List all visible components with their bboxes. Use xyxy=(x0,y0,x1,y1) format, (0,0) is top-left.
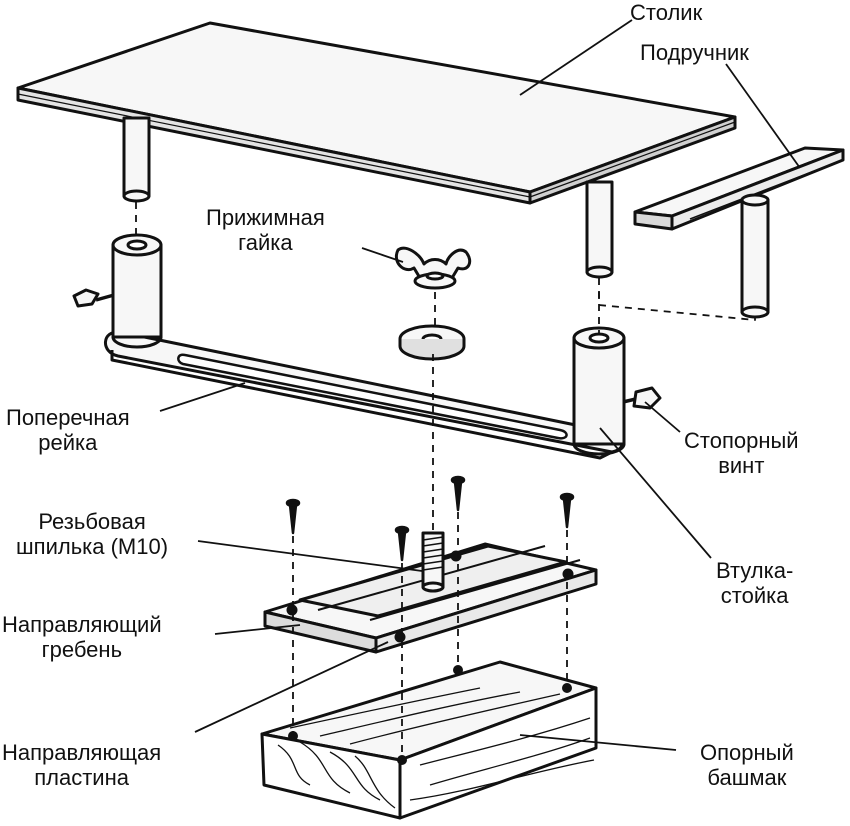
label-podruchnik: Подручник xyxy=(640,40,749,65)
label-prizhimnaya-gayka: Прижимная гайка xyxy=(206,205,325,255)
label-rezbovaya-shpilka-line2: шпилька (М10) xyxy=(16,534,169,559)
label-vtulka-stoyka: Втулка- стойка xyxy=(716,558,793,608)
label-prizhimnaya-gayka-line1: Прижимная xyxy=(206,205,325,230)
label-napravlyayushchiy-greben-line2: гребень xyxy=(41,637,123,662)
label-stolik-line1: Столик xyxy=(630,0,703,25)
wood-screws xyxy=(285,475,575,562)
label-poperechnaya-reyka-line1: Поперечная xyxy=(6,405,130,430)
label-poperechnaya-reyka-line2: рейка xyxy=(38,430,98,455)
label-rezbovaya-shpilka: Резьбовая шпилька (М10) xyxy=(16,509,168,559)
label-vtulka-stoyka-line2: стойка xyxy=(720,583,789,608)
leader-lines xyxy=(159,19,801,751)
label-vtulka-stoyka-line1: Втулка- xyxy=(716,558,794,583)
label-stopornyy-vint: Стопорный винт xyxy=(684,428,799,478)
label-stopornyy-vint-line1: Стопорный xyxy=(684,428,799,453)
sleeve-post-right xyxy=(572,326,626,456)
sleeve-post-left xyxy=(111,233,163,349)
tool-rest xyxy=(633,146,845,319)
label-napravlyayushchaya-plastina: Направляющая пластина xyxy=(2,740,161,790)
label-rezbovaya-shpilka-line1: Резьбовая xyxy=(38,509,146,534)
support-shoe xyxy=(260,660,598,820)
label-opornyy-bashmak: Опорный башмак xyxy=(700,740,794,790)
cross-bar xyxy=(104,330,624,460)
label-prizhimnaya-gayka-line2: гайка xyxy=(238,230,293,255)
label-napravlyayushchaya-plastina-line1: Направляющая xyxy=(2,740,162,765)
label-podruchnik-line1: Подручник xyxy=(640,40,749,65)
thumb-screw-right xyxy=(622,386,662,410)
table-pin-right xyxy=(585,180,614,279)
threaded-stud xyxy=(421,531,445,593)
label-opornyy-bashmak-line2: башмак xyxy=(707,765,787,790)
alignment-dashes xyxy=(135,202,756,756)
label-poperechnaya-reyka: Поперечная рейка xyxy=(6,405,130,455)
label-napravlyayushchaya-plastina-line2: пластина xyxy=(34,765,129,790)
label-napravlyayushchiy-greben: Направляющий гребень xyxy=(2,612,162,662)
label-opornyy-bashmak-line1: Опорный xyxy=(700,740,794,765)
washer xyxy=(398,324,466,361)
label-stolik: Столик xyxy=(630,0,702,25)
wing-nut xyxy=(395,246,472,290)
label-napravlyayushchiy-greben-line1: Направляющий xyxy=(2,612,162,637)
table-pin-left xyxy=(122,116,151,203)
label-stopornyy-vint-line2: винт xyxy=(718,453,765,478)
plate-holes xyxy=(286,550,574,643)
thumb-screw-left xyxy=(72,288,115,308)
